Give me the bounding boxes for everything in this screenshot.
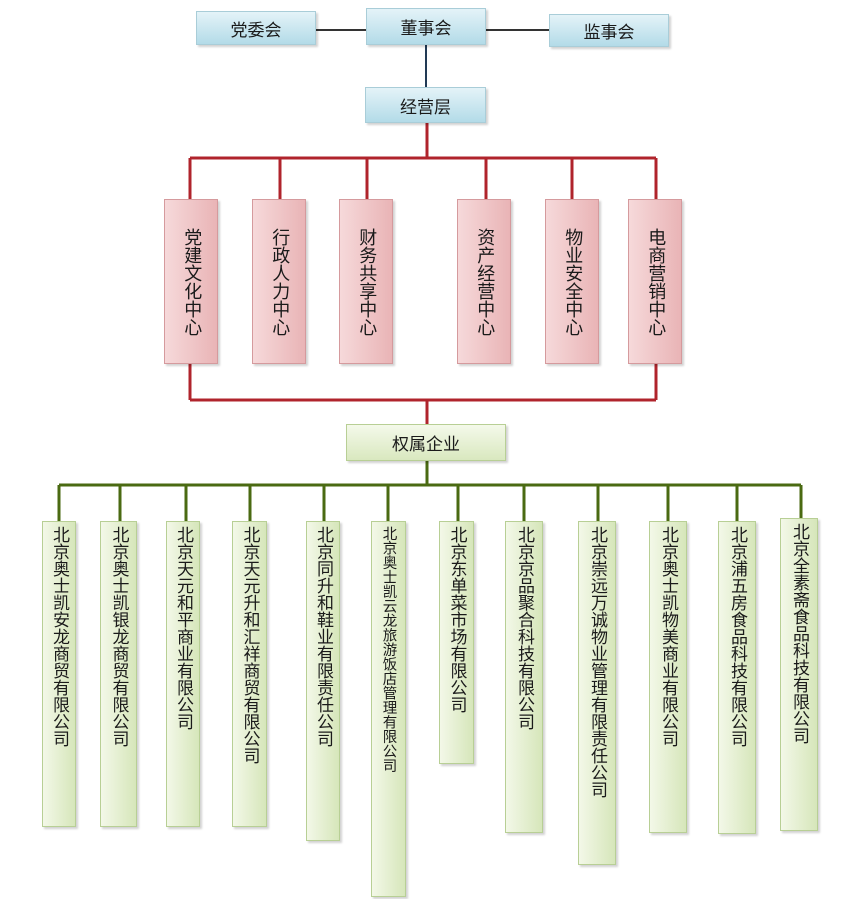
company-box: 北京京品聚合科技有限公司 xyxy=(505,521,543,833)
center-label: 党建文化中心 xyxy=(181,227,203,336)
management-box: 经营层 xyxy=(365,87,486,123)
center-label: 电商营销中心 xyxy=(645,227,667,336)
center-box-ecommerce: 电商营销中心 xyxy=(628,199,682,364)
company-box: 北京天元升和汇祥商贸有限公司 xyxy=(232,521,267,827)
center-label: 财务共享中心 xyxy=(356,227,378,336)
board-box: 董事会 xyxy=(366,8,486,45)
company-label: 北京奥士凯银龙商贸有限公司 xyxy=(108,526,129,747)
company-label: 北京奥士凯云龙旅游饭店管理有限公司 xyxy=(380,526,397,773)
company-label: 北京东单菜市场有限公司 xyxy=(446,526,467,713)
center-label: 行政人力中心 xyxy=(269,227,291,336)
company-label: 北京同升和鞋业有限责任公司 xyxy=(313,526,333,747)
company-label: 北京全素斋食品科技有限公司 xyxy=(789,523,809,744)
company-box: 北京奥士凯物美商业有限公司 xyxy=(649,521,687,833)
company-box: 北京天元和平商业有限公司 xyxy=(166,521,200,827)
supervisors-label: 监事会 xyxy=(583,23,635,43)
company-box: 北京全素斋食品科技有限公司 xyxy=(780,518,818,831)
company-box: 北京奥士凯云龙旅游饭店管理有限公司 xyxy=(371,521,406,897)
company-label: 北京奥士凯物美商业有限公司 xyxy=(658,526,678,747)
company-box: 北京奥士凯安龙商贸有限公司 xyxy=(42,521,76,827)
company-label: 北京浦五房食品科技有限公司 xyxy=(727,526,747,747)
company-box: 北京浦五房食品科技有限公司 xyxy=(718,521,756,834)
board-label: 董事会 xyxy=(400,19,452,39)
company-label: 北京京品聚合科技有限公司 xyxy=(514,526,534,730)
party-committee-box: 党委会 xyxy=(196,11,316,45)
company-label: 北京奥士凯安龙商贸有限公司 xyxy=(49,526,69,747)
center-box-property-security: 物业安全中心 xyxy=(545,199,599,364)
party-committee-label: 党委会 xyxy=(230,20,282,41)
company-box: 北京同升和鞋业有限责任公司 xyxy=(306,521,340,841)
management-label: 经营层 xyxy=(400,97,451,118)
company-label: 北京天元和平商业有限公司 xyxy=(173,526,193,730)
company-box: 北京东单菜市场有限公司 xyxy=(439,521,474,764)
center-label: 资产经营中心 xyxy=(474,227,496,336)
center-box-admin-hr: 行政人力中心 xyxy=(252,199,306,364)
center-box-finance: 财务共享中心 xyxy=(339,199,393,364)
company-box: 北京奥士凯银龙商贸有限公司 xyxy=(100,521,137,827)
supervisors-box: 监事会 xyxy=(549,14,669,47)
center-label: 物业安全中心 xyxy=(562,227,584,336)
subsidiary-header-label: 权属企业 xyxy=(392,435,460,455)
company-label: 北京天元升和汇祥商贸有限公司 xyxy=(239,526,260,764)
subsidiary-header-box: 权属企业 xyxy=(346,424,506,461)
company-box: 北京崇远万诚物业管理有限责任公司 xyxy=(578,521,616,865)
company-label: 北京崇远万诚物业管理有限责任公司 xyxy=(587,526,607,798)
center-box-asset: 资产经营中心 xyxy=(457,199,511,364)
center-box-party-culture: 党建文化中心 xyxy=(164,199,218,364)
